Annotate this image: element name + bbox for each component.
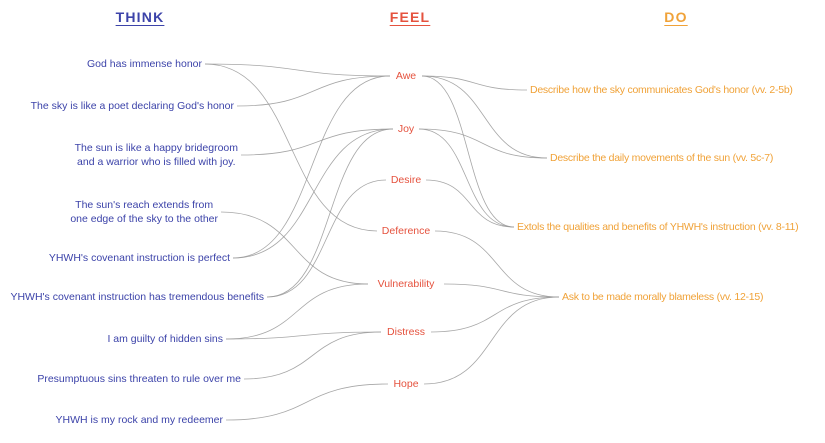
do-item-ask: Ask to be made morally blameless (vv. 12… [562, 291, 764, 303]
feel-item-deference: Deference [381, 225, 431, 237]
think-item-god-honor: God has immense honor [87, 58, 202, 70]
edge-distress-to-ask [430, 296, 560, 333]
edge-benefits-to-joy [266, 128, 394, 298]
edge-awe-to-describe-sun [421, 75, 548, 159]
edge-joy-to-describe-sun [418, 128, 548, 159]
feel-item-hope: Hope [393, 378, 419, 390]
feel-item-desire: Desire [390, 174, 422, 186]
do-item-extols: Extols the qualities and benefits of YHW… [517, 221, 799, 233]
edge-rock-to-hope [225, 383, 389, 421]
edge-sky-poet-to-awe [236, 75, 391, 107]
edge-awe-to-describe-sky [421, 75, 528, 91]
think-item-guilty: I am guilty of hidden sins [107, 333, 223, 345]
column-header-do: DO [664, 9, 688, 25]
edge-perfect-to-awe [232, 75, 391, 259]
feel-item-awe: Awe [395, 70, 417, 82]
think-item-benefits: YHWH's covenant instruction has tremendo… [10, 291, 264, 303]
think-item-sky-poet: The sky is like a poet declaring God's h… [30, 100, 234, 112]
edge-perfect-to-joy [232, 128, 394, 259]
think-item-bridegroom: The sun is like a happy bridegroom and a… [74, 142, 238, 168]
column-header-feel: FEEL [389, 9, 431, 25]
think-item-rock: YHWH is my rock and my redeemer [55, 414, 223, 426]
feel-item-joy: Joy [397, 123, 415, 135]
edge-suns-reach-to-vulnerability [220, 211, 369, 285]
think-item-suns-reach: The sun's reach extends from one edge of… [70, 199, 218, 225]
edge-god-honor-to-deference [204, 63, 378, 232]
think-item-presumptuous: Presumptuous sins threaten to rule over … [37, 373, 241, 385]
edge-guilty-to-distress [225, 331, 382, 340]
think-item-perfect: YHWH's covenant instruction is perfect [48, 252, 230, 264]
feel-item-vulnerability: Vulnerability [377, 278, 435, 290]
edge-bridegroom-to-joy [240, 128, 394, 156]
do-item-describe-sun: Describe the daily movements of the sun … [550, 152, 774, 164]
edge-god-honor-to-awe [204, 63, 391, 77]
column-header-think: THINK [115, 9, 165, 25]
edge-desire-to-extols [425, 179, 515, 228]
edge-presumptuous-to-distress [243, 331, 382, 380]
edge-vulnerability-to-ask [443, 283, 560, 298]
edge-guilty-to-vulnerability [225, 283, 369, 340]
feel-item-distress: Distress [387, 326, 425, 338]
edge-deference-to-ask [434, 230, 560, 298]
do-item-describe-sky: Describe how the sky communicates God's … [530, 84, 793, 96]
edge-hope-to-ask [423, 296, 560, 385]
edge-awe-to-extols [421, 75, 515, 228]
edge-joy-to-extols [418, 128, 515, 228]
edge-benefits-to-desire [266, 179, 387, 298]
